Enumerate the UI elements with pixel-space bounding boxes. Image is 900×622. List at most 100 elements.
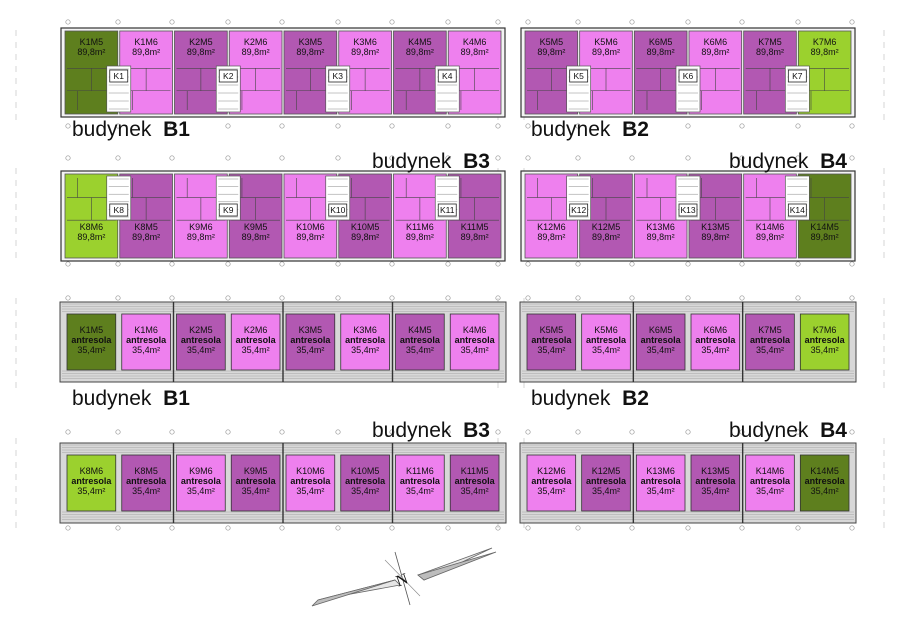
stair-label-box	[109, 203, 129, 217]
grid-axis-mark	[849, 19, 855, 25]
compass-line	[394, 551, 411, 606]
unit-name-label: K1M5	[80, 37, 104, 47]
unit-area-label: 35,4m²	[242, 486, 270, 496]
unit-name-label: K13M5	[701, 222, 730, 232]
grid-axis-mark	[445, 155, 451, 161]
unit-area-label: 89,8m²	[187, 232, 215, 242]
stair-label-box	[437, 203, 457, 217]
building-b2-antresola-plan: K5M5antresola35,4m²K5M6antresola35,4m²K6…	[519, 301, 857, 383]
stair-label-k7: K7	[792, 71, 803, 81]
stair-label-k13: K13	[680, 205, 695, 215]
grid-axis-mark	[849, 295, 855, 301]
unit-name-label: K7M5	[758, 37, 782, 47]
building-b3-ground-plan: K8M689,8m²K8M589,8m²K9M689,8m²K9M589,8m²…	[60, 170, 506, 262]
unit-name-label: K13M6	[646, 222, 675, 232]
grid-axis-mark	[495, 429, 501, 435]
unit-area-label: 89,8m²	[756, 232, 784, 242]
grid-axis-mark	[629, 525, 635, 531]
stair-label-k4: K4	[442, 71, 453, 81]
stair-label-box	[328, 203, 348, 217]
stair-label-box	[787, 69, 807, 83]
unit-level-label: antresola	[695, 476, 736, 486]
grid-axis-mark	[525, 295, 531, 301]
unit-area-label: 35,4m²	[77, 345, 105, 355]
grid-axis-mark	[795, 295, 801, 301]
stair-label-k11: K11	[440, 205, 455, 215]
unit-name-label: K5M5	[540, 37, 564, 47]
grid-axis-mark	[225, 525, 231, 531]
stair-label-box	[678, 203, 698, 217]
grid-axis-mark	[279, 261, 285, 267]
grid-axis-mark	[169, 295, 175, 301]
unit-area-label: 89,8m²	[132, 47, 160, 57]
building-label-b2: budynek B2	[531, 118, 649, 141]
grid-axis-mark	[495, 261, 501, 267]
grid-axis-mark	[795, 429, 801, 435]
unit-level-label: antresola	[805, 476, 846, 486]
unit-area-label: 89,8m²	[701, 47, 729, 57]
grid-axis-mark	[115, 123, 121, 129]
unit-name-label: K3M6	[353, 37, 377, 47]
grid-axis-mark	[169, 261, 175, 267]
grid-axis-mark	[685, 429, 691, 435]
grid-axis-mark	[445, 295, 451, 301]
grid-axis-mark	[685, 525, 691, 531]
unit-area-label: 89,8m²	[296, 47, 324, 57]
unit-fill	[745, 454, 795, 512]
unit-fill	[285, 313, 336, 371]
unit-fill	[395, 313, 445, 371]
grid-axis-mark	[739, 261, 745, 267]
unit-area-label: 89,8m²	[77, 47, 105, 57]
stair-label-k8: K8	[114, 205, 125, 215]
stair-label-box	[437, 69, 457, 83]
grid-axis-mark	[629, 295, 635, 301]
grid-axis-mark	[795, 19, 801, 25]
unit-area-label: 89,8m²	[592, 232, 620, 242]
unit-level-label: antresola	[126, 476, 167, 486]
stair-label-box	[678, 69, 698, 83]
unit-area-label: 35,4m²	[647, 486, 675, 496]
grid-axis-mark	[629, 19, 635, 25]
grid-axis-mark	[849, 155, 855, 161]
grid-axis-mark	[739, 123, 745, 129]
grid-axis-mark	[335, 295, 341, 301]
grid-axis-mark	[739, 155, 745, 161]
grid-axis-mark	[495, 123, 501, 129]
unit-name-label: K4M5	[408, 37, 432, 47]
unit-name-label: K5M6	[594, 325, 618, 335]
grid-axis-mark	[335, 525, 341, 531]
grid-axis-mark	[525, 123, 531, 129]
grid-axis-mark	[279, 295, 285, 301]
unit-area-label: 89,8m²	[406, 232, 434, 242]
unit-fill	[799, 454, 850, 512]
grid-axis-mark	[65, 295, 71, 301]
grid-axis-mark	[795, 155, 801, 161]
unit-level-label: antresola	[345, 335, 386, 345]
unit-name-label: K8M6	[80, 222, 104, 232]
unit-name-label: K3M6	[353, 325, 377, 335]
grid-axis-mark	[525, 525, 531, 531]
grid-axis-mark	[279, 123, 285, 129]
unit-name-label: K6M5	[649, 325, 673, 335]
unit-area-label: 35,4m²	[537, 486, 565, 496]
grid-axis-mark	[65, 155, 71, 161]
grid-axis-mark	[849, 261, 855, 267]
grid-axis-mark	[795, 525, 801, 531]
unit-fill	[230, 313, 281, 371]
grid-axis-mark	[795, 261, 801, 267]
unit-name-label: K4M6	[463, 325, 487, 335]
